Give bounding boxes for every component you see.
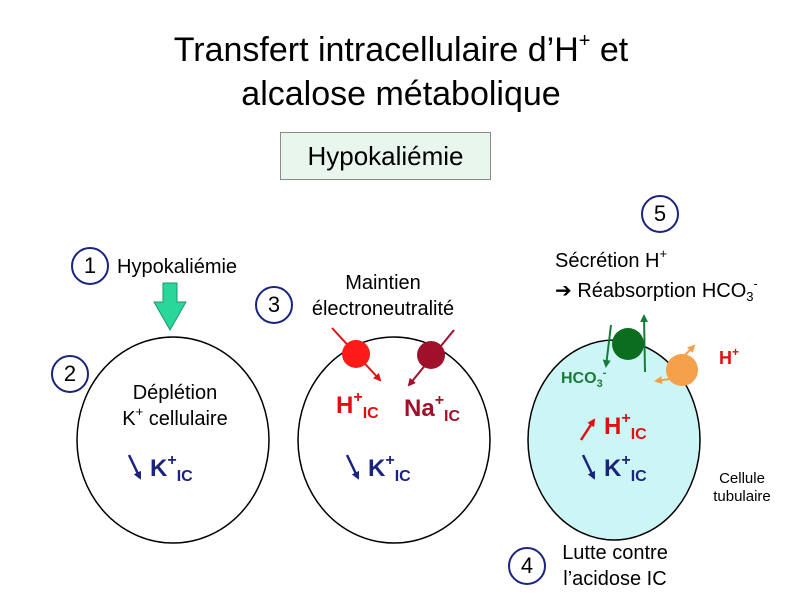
- k-decrease-arrow-2: [345, 454, 360, 480]
- step-5-label-line-2: ➔ Réabsorption HCO3-: [555, 276, 758, 304]
- na-transporter-ball: [417, 341, 445, 369]
- subtitle-box: Hypokaliémie: [280, 132, 491, 180]
- hco3-exit-arrow: [602, 324, 612, 368]
- step-2-label-line-2: K+ cellulaire: [122, 404, 228, 430]
- step-3-circle: [255, 286, 293, 324]
- step-1-label: Hypokaliémie: [117, 256, 238, 278]
- subtitle-text: Hypokaliémie: [307, 140, 464, 171]
- k-ic-label-1: K+IC: [150, 452, 193, 485]
- hco3-label: HCO3-: [561, 367, 607, 390]
- tubular-cell-label: Cellule tubulaire: [700, 470, 784, 506]
- step-4-label-line-2: l’acidose IC: [563, 568, 667, 590]
- h-ic-label: H+IC: [336, 389, 379, 422]
- step-5-label: Sécrétion H+ ➔ Réabsorption HCO3-: [555, 246, 758, 306]
- h-ic-label-tubular: H+IC: [604, 410, 647, 443]
- step-5-circle: [641, 195, 679, 233]
- h-out-label: H+: [719, 345, 740, 368]
- step-1-number: 1: [83, 253, 97, 278]
- cell-2: [297, 336, 491, 544]
- green-transporter-ball: [612, 328, 644, 360]
- step-4-circle: [508, 547, 546, 585]
- na-ic-label: Na+IC: [404, 392, 461, 425]
- step-1-circle: [71, 247, 109, 285]
- step-5-label-line-1: Sécrétion H+: [555, 246, 668, 272]
- green-down-arrow: [153, 282, 187, 332]
- step-3-label-line-2: électroneutralité: [311, 298, 455, 320]
- h-transporter-ball: [342, 340, 370, 368]
- k-ic-label-3: K+IC: [604, 452, 647, 485]
- h-increase-arrow: [579, 418, 596, 441]
- step-2-label-line-1: Déplétion: [132, 382, 218, 404]
- k-decrease-arrow-1: [127, 454, 142, 480]
- step-5-number: 5: [653, 201, 667, 226]
- title-line-2: alcalose métabolique: [241, 75, 561, 113]
- k-ic-label-2: K+IC: [368, 452, 411, 485]
- cell-1: [76, 336, 270, 544]
- step-3-label-line-1: Maintien: [345, 272, 421, 294]
- step-2-label: Déplétion K+ cellulaire: [100, 380, 250, 432]
- k-decrease-arrow-3: [581, 454, 596, 480]
- step-4-label: Lutte contre l’acidose IC: [550, 540, 680, 592]
- step-3-number: 3: [267, 292, 281, 317]
- title-line-1: Transfert intracellulaire d’H+ et: [173, 30, 629, 69]
- step-2-circle: [51, 355, 89, 393]
- orange-transporter-ball: [666, 354, 698, 386]
- step-3-label: Maintien électroneutralité: [290, 270, 476, 322]
- step-2-number: 2: [63, 361, 77, 386]
- step-4-number: 4: [520, 553, 534, 578]
- tubular-cell-label-line-1: Cellule: [719, 470, 765, 487]
- slide-title: Transfert intracellulaire d’H+ et alcalo…: [0, 28, 802, 116]
- step-4-label-line-1: Lutte contre: [562, 542, 668, 564]
- tubular-cell-label-line-2: tubulaire: [713, 488, 771, 505]
- h-secretion-up-arrow: [640, 314, 649, 373]
